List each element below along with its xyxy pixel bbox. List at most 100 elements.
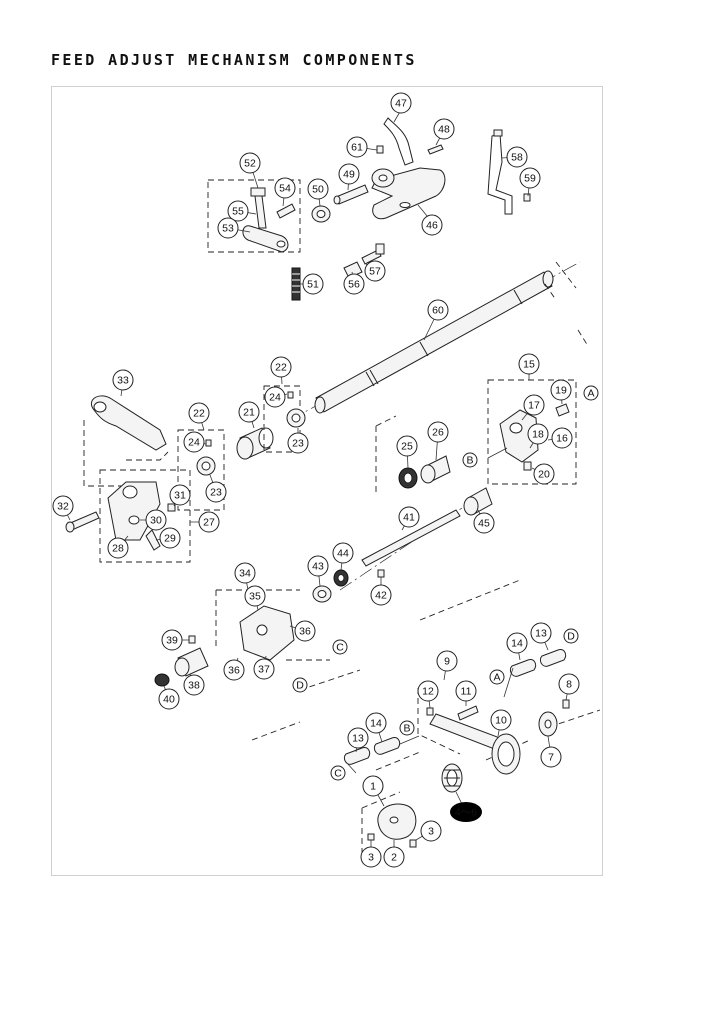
part-screw-29 — [145, 529, 161, 551]
part-arm-33 — [90, 395, 167, 451]
callout-c33-circle — [112, 369, 134, 391]
callout-c24b-label: 24 — [269, 392, 281, 404]
group-25-dashes — [375, 415, 397, 496]
callout-layer: 4748614950465254555351575658596033222221… — [52, 92, 599, 868]
connector-kD2-circle — [563, 628, 579, 644]
connector-kD1: D — [292, 677, 308, 693]
part-pin-32 — [65, 511, 100, 533]
callout-c3b: 3 — [360, 846, 382, 868]
callout-c56-label: 56 — [348, 279, 360, 291]
callout-c26: 26 — [427, 421, 449, 443]
callout-c61-label: 61 — [351, 142, 363, 154]
callout-c3a: 3 — [420, 820, 442, 842]
connector-kA2-circle — [489, 669, 505, 685]
callout-c32-circle — [52, 495, 74, 517]
callout-c28-circle — [107, 537, 129, 559]
callout-c30-label: 30 — [150, 515, 162, 527]
callout-c43-circle — [307, 555, 329, 577]
callout-c13b-label: 13 — [352, 733, 364, 745]
callout-c26-circle — [427, 421, 449, 443]
part-collar-23-right — [286, 391, 306, 428]
callout-c36a: 36 — [294, 620, 316, 642]
part-cap-40 — [154, 673, 170, 687]
callout-c56: 56 — [343, 273, 365, 295]
callout-c21: 21 — [238, 401, 260, 423]
callout-c14b-label: 14 — [370, 718, 382, 730]
dash-marks-60 — [544, 261, 589, 347]
callout-c20-label: 20 — [538, 469, 550, 481]
callout-c38-label: 38 — [188, 680, 200, 692]
callout-c15-circle — [518, 353, 540, 375]
group-52-box — [207, 179, 301, 253]
callout-c23a-circle — [205, 481, 227, 503]
callout-c33: 33 — [112, 369, 134, 391]
part-shaft-41 — [361, 509, 461, 567]
callout-c50-circle — [307, 178, 329, 200]
callout-c37-circle — [253, 658, 275, 680]
callout-c28-label: 28 — [112, 543, 124, 555]
connector-kC2-label: C — [334, 768, 342, 780]
callout-c2-circle — [383, 846, 405, 868]
callout-c46-circle — [421, 214, 443, 236]
part-collar-43 — [312, 585, 332, 603]
callout-c23b: 23 — [287, 432, 309, 454]
callout-c39-circle — [161, 629, 183, 651]
connector-kD1-label: D — [296, 680, 304, 692]
part-spring-51 — [291, 267, 301, 301]
callout-c50: 50 — [307, 178, 329, 200]
part-screw-57 — [361, 243, 385, 265]
callout-c51: 51 — [302, 273, 324, 295]
part-screw-12 — [426, 707, 434, 716]
callout-c52: 52 — [239, 152, 261, 174]
callout-c12-label: 12 — [422, 686, 434, 698]
callout-c17: 17 — [523, 394, 545, 416]
callout-c36b: 36 — [223, 659, 245, 681]
callout-c7: 7 — [540, 746, 562, 768]
callout-c55: 55 — [227, 200, 249, 222]
callout-c49-circle — [338, 163, 360, 185]
connector-kB2-circle — [399, 720, 415, 736]
callout-c20: 20 — [533, 463, 555, 485]
callout-c13b-circle — [347, 727, 369, 749]
callout-c3a-label: 3 — [428, 826, 434, 838]
callout-c27-circle — [198, 511, 220, 533]
group-22-left-box — [177, 429, 225, 511]
callout-c30-circle — [145, 509, 167, 531]
callout-c12-circle — [417, 680, 439, 702]
callout-c23b-label: 23 — [292, 438, 304, 450]
callout-c18-label: 18 — [532, 429, 544, 441]
callout-c3b-circle — [360, 846, 382, 868]
connector-kC1: C — [332, 639, 348, 655]
part-pin-19 — [555, 403, 570, 417]
callout-c1-label: 1 — [370, 781, 376, 793]
callout-c29-circle — [159, 527, 181, 549]
callout-c16-label: 16 — [556, 433, 568, 445]
callout-c57-circle — [364, 260, 386, 282]
callout-c39: 39 — [161, 629, 183, 651]
part-washer-7 — [538, 711, 558, 737]
callout-c11-label: 11 — [461, 686, 472, 698]
connector-kB2-label: B — [403, 723, 410, 735]
callout-c49-label: 49 — [343, 169, 355, 181]
callout-c53-label: 53 — [222, 223, 234, 235]
part-screw-55 — [250, 187, 267, 229]
group-15-box — [487, 379, 577, 485]
part-collar-50 — [311, 205, 331, 223]
callout-c23a-label: 23 — [210, 487, 222, 499]
callout-c53: 53 — [217, 217, 239, 239]
part-screw-8 — [562, 699, 570, 709]
callout-c34: 34 — [234, 562, 256, 584]
callout-c36b-label: 36 — [228, 665, 240, 677]
part-bushing-26 — [420, 455, 451, 484]
callout-c2: 2 — [383, 846, 405, 868]
callout-c52-circle — [239, 152, 261, 174]
callout-c23a: 23 — [205, 481, 227, 503]
part-sleeve-21 — [236, 427, 274, 460]
lower-dashed-lines — [251, 579, 601, 771]
callout-c12: 12 — [417, 680, 439, 702]
part-screw-48 — [427, 144, 444, 155]
callout-c33-label: 33 — [117, 375, 129, 387]
callout-c38: 38 — [183, 674, 205, 696]
callout-c47: 47 — [390, 92, 412, 114]
callout-c23b-circle — [287, 432, 309, 454]
